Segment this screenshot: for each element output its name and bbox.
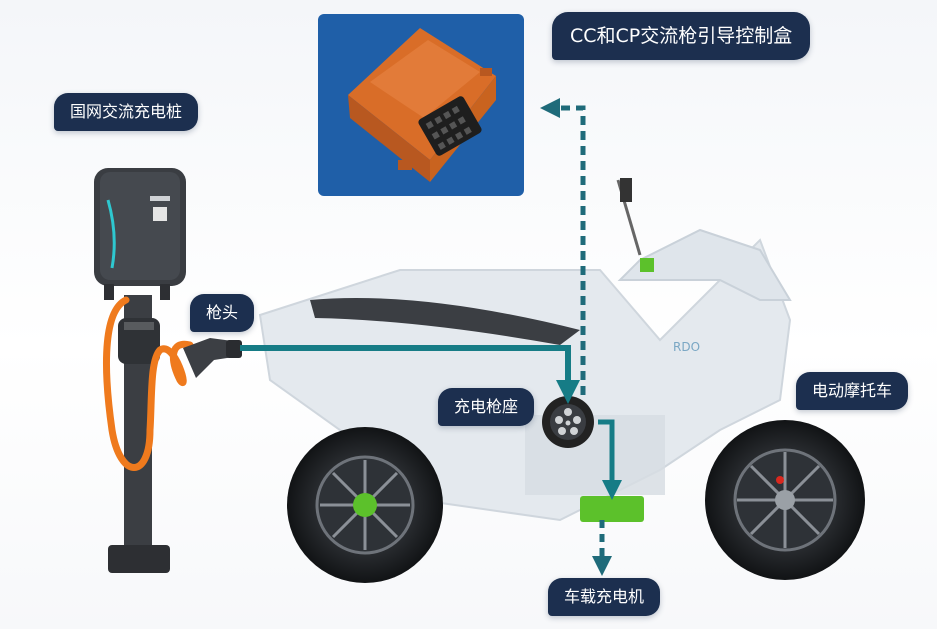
cable-gun-to-socket xyxy=(240,345,580,404)
label-charging-socket: 充电枪座 xyxy=(438,388,535,426)
label-onboard-charger: 车载充电机 xyxy=(548,578,661,616)
motorcycle-icon xyxy=(258,178,865,583)
charging-pile-icon xyxy=(94,168,194,573)
dashed-link-to-control-box xyxy=(540,98,586,395)
charging-gun-icon xyxy=(183,338,242,378)
label-charging-pile: 国网交流充电桩 xyxy=(54,93,199,131)
controller-box-icon xyxy=(348,28,496,182)
label-control-box: CC和CP交流枪引导控制盒 xyxy=(552,12,811,60)
label-gun-head: 枪头 xyxy=(190,294,255,332)
motorcycle-brand-mark: RDO xyxy=(673,340,700,354)
label-motorcycle: 电动摩托车 xyxy=(796,372,909,410)
cable-socket-to-charger xyxy=(598,419,622,500)
